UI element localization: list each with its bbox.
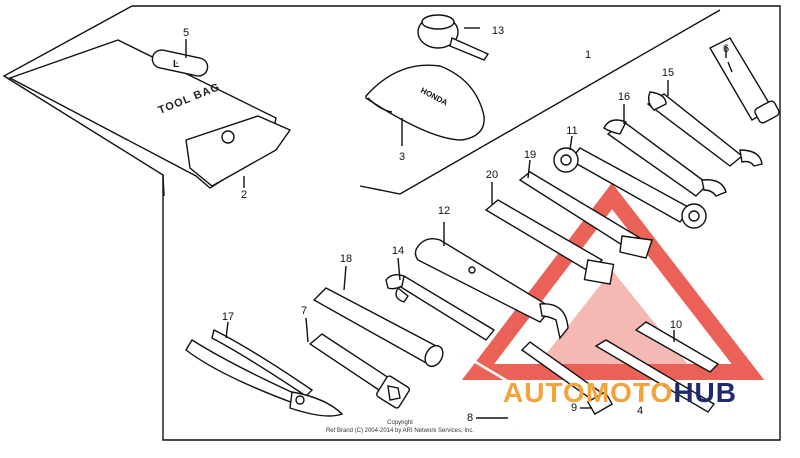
- callout-5: 5: [183, 27, 189, 39]
- callout-11: 11: [566, 125, 577, 137]
- open-end-wrench-16: [603, 104, 727, 197]
- callout-19: 19: [524, 149, 536, 161]
- copyright-block: Copyright Ref Brand (C) 2004-2014 by ARI…: [326, 420, 474, 434]
- watermark-hub: HUB: [673, 377, 737, 408]
- svg-text:AUTOMOTOHUB: AUTOMOTOHUB: [503, 377, 737, 408]
- callout-13: 13: [492, 25, 504, 37]
- callout-20: 20: [486, 169, 498, 181]
- screwdriver-handle-9: [520, 341, 614, 416]
- diagram-frame: [2, 5, 781, 441]
- callout-8: 8: [467, 412, 473, 424]
- callout-12: 12: [438, 205, 450, 217]
- tool-card: Ŀ: [151, 39, 209, 77]
- callout-1: 1: [585, 49, 591, 61]
- watermark-moto: MOTO: [586, 377, 673, 408]
- watermark-logo: [461, 182, 765, 380]
- callout-15: 15: [662, 67, 674, 79]
- extension-bar-19: [518, 159, 653, 259]
- ring-wrench-11: [553, 135, 707, 229]
- callout-17: 17: [222, 311, 234, 323]
- callout-4: 4: [637, 405, 643, 417]
- socket-wrench-7: [305, 317, 410, 409]
- honda-pouch: HONDA: [365, 64, 485, 146]
- callout-18: 18: [340, 253, 352, 265]
- callouts: 1 2 3 4 5 6 7 8 9 10 11 12 13 14 15 16 1…: [183, 25, 729, 424]
- callout-10: 10: [670, 319, 682, 331]
- hex-key-8: [461, 352, 538, 425]
- socket-bar-20: [484, 182, 615, 285]
- watermark-text: AUTOMOTOHUB: [503, 377, 737, 408]
- pliers-17: [185, 321, 344, 417]
- open-end-wrench-15: [646, 80, 763, 167]
- watermark-auto: AUTO: [503, 377, 586, 408]
- callout-2: 2: [241, 189, 247, 201]
- copyright-line2: Ref Brand (C) 2004-2014 by ARI Network S…: [326, 428, 474, 434]
- callout-16: 16: [618, 91, 630, 103]
- box-wrench: [709, 37, 780, 124]
- callout-14: 14: [392, 245, 404, 257]
- tool-bag: TOOL BAG: [8, 39, 292, 189]
- callout-3: 3: [399, 151, 405, 163]
- open-wrench-14: [385, 257, 496, 341]
- pin-spanner-12: [414, 222, 569, 340]
- box-tube-18: [312, 265, 444, 368]
- callout-9: 9: [571, 402, 577, 414]
- callout-6: 6: [723, 43, 729, 55]
- svg-text:Ŀ: Ŀ: [173, 59, 179, 70]
- spark-plug-knob: [417, 14, 490, 61]
- callout-7: 7: [301, 305, 307, 317]
- copyright-line1: Copyright: [387, 420, 413, 426]
- screwdriver-bit-10: [634, 321, 720, 373]
- screwdriver-4: [594, 339, 716, 413]
